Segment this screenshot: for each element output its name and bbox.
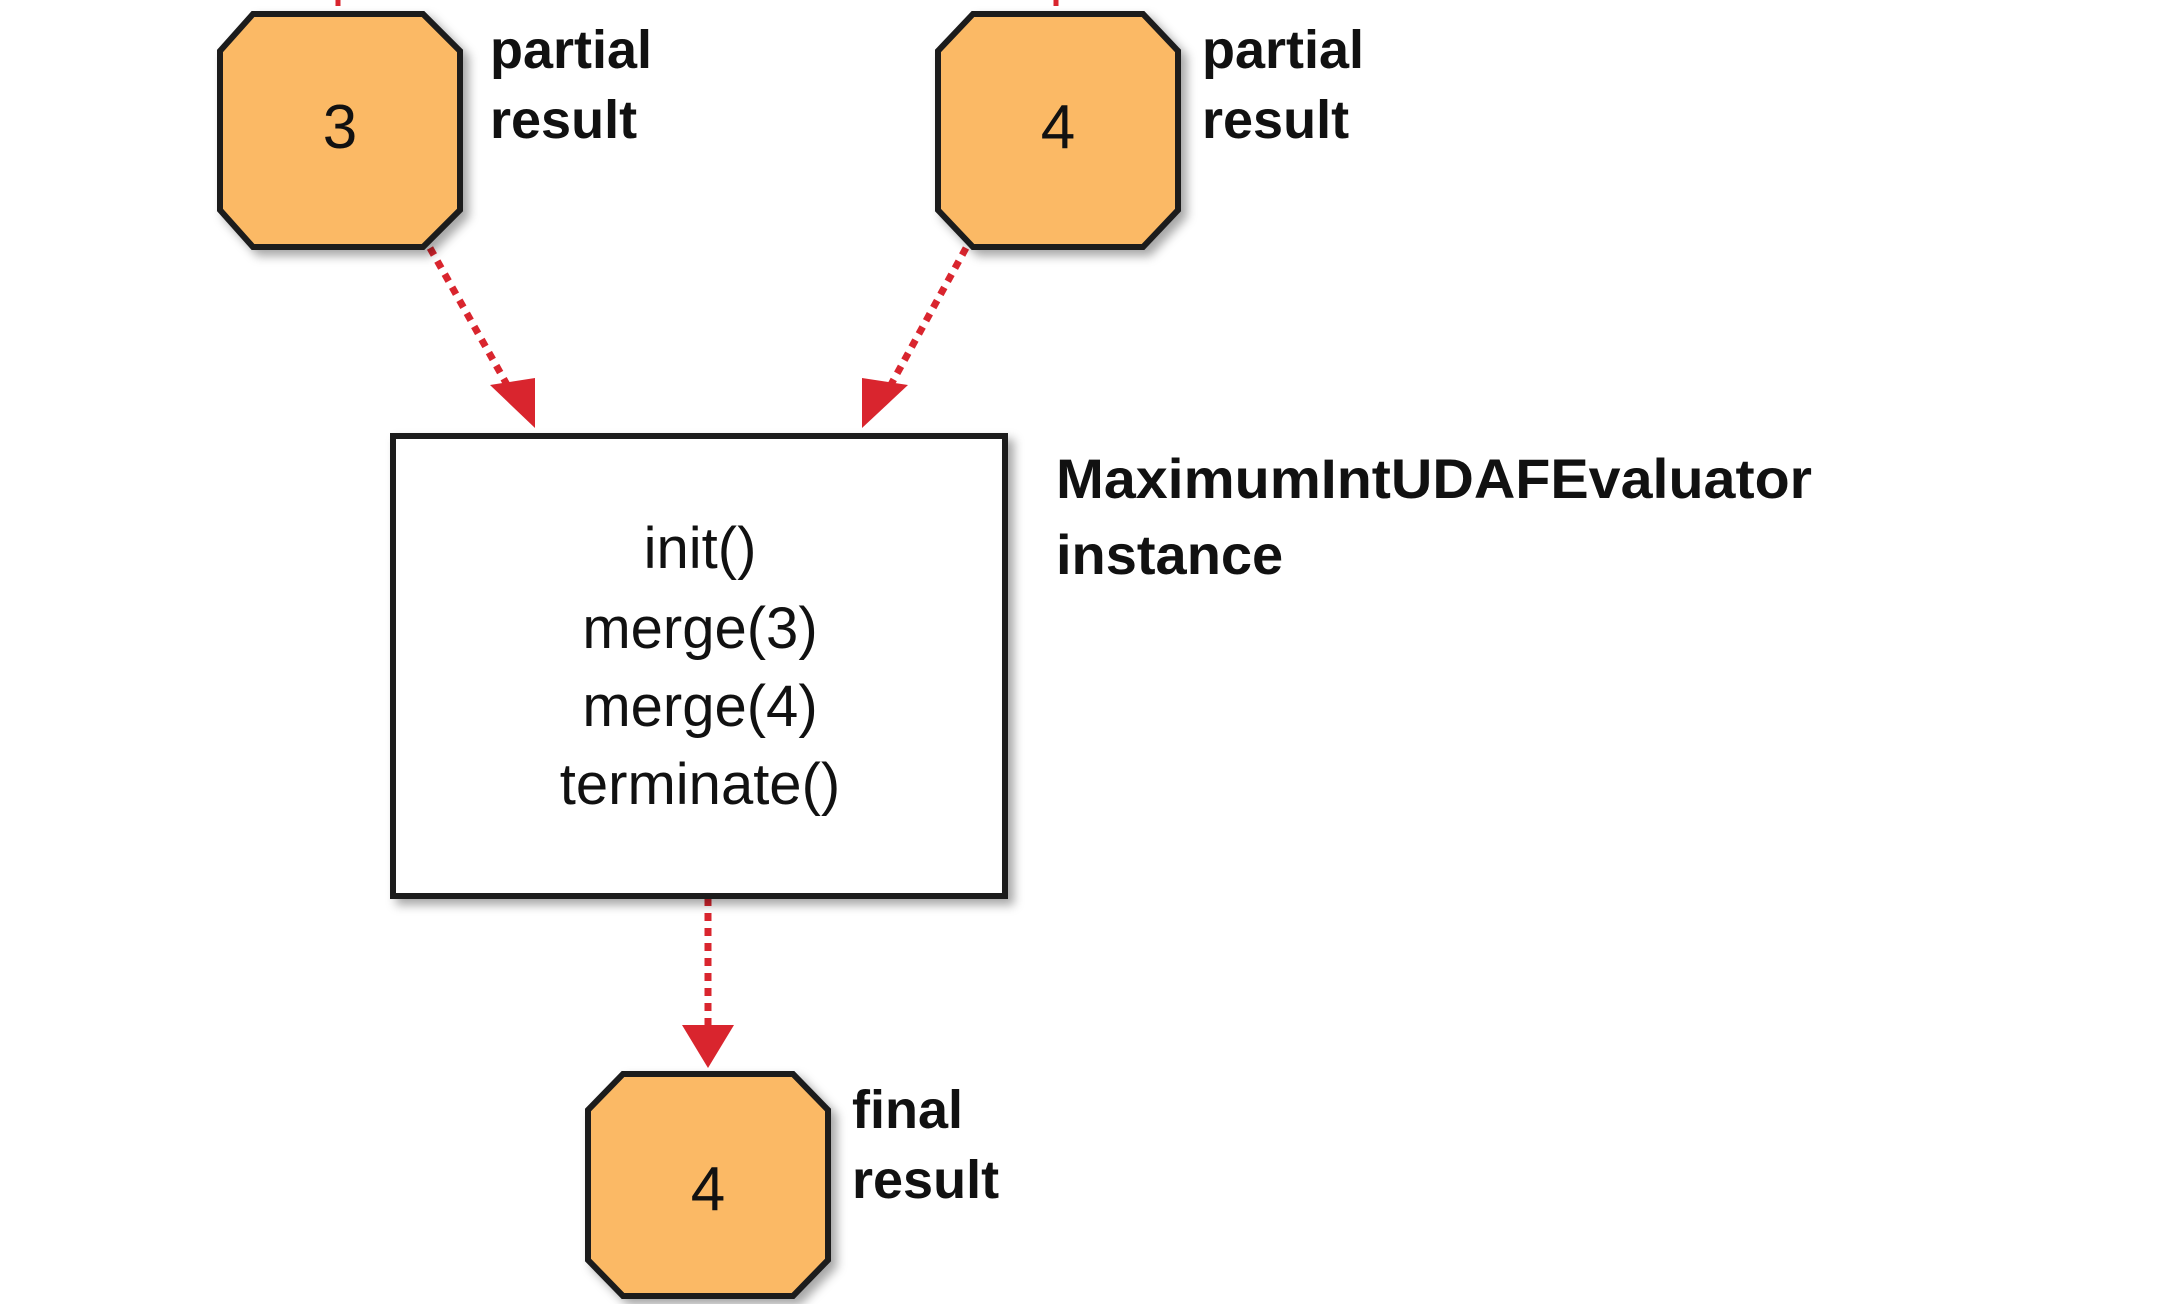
- node-label-line2: result: [852, 1150, 999, 1210]
- octagon-shape: [585, 1071, 831, 1299]
- node-value: 3: [323, 93, 357, 162]
- evaluator-name-line1: MaximumIntUDAFEvaluator: [1056, 447, 1812, 510]
- node-value: 4: [1041, 93, 1075, 162]
- arrow-right-to-evaluator: [862, 246, 970, 428]
- node-label-line1: partial: [1202, 20, 1364, 80]
- octagon-shape: [217, 11, 463, 250]
- method-terminate: terminate(): [560, 752, 840, 817]
- partial-result-node-4: 4: [935, 11, 1181, 250]
- node-label-line1: partial: [490, 20, 652, 80]
- node-label-line1: final: [852, 1080, 963, 1140]
- arrow-left-to-evaluator: [426, 246, 535, 428]
- evaluator-name-line2: instance: [1056, 523, 1283, 586]
- partial-result-node-3: 3: [217, 11, 463, 250]
- node-value: 4: [691, 1155, 725, 1224]
- octagon-shape: [935, 11, 1181, 250]
- node-label-line2: result: [490, 90, 637, 150]
- arrow-evaluator-to-final: [682, 898, 734, 1068]
- method-init: init(): [644, 516, 757, 581]
- final-result-node-4: 4: [585, 1071, 831, 1299]
- node-label-line2: result: [1202, 90, 1349, 150]
- evaluator-box: init() merge(3) merge(4) terminate(): [390, 433, 1008, 899]
- method-merge-4: merge(4): [582, 674, 817, 739]
- method-merge-3: merge(3): [582, 596, 817, 661]
